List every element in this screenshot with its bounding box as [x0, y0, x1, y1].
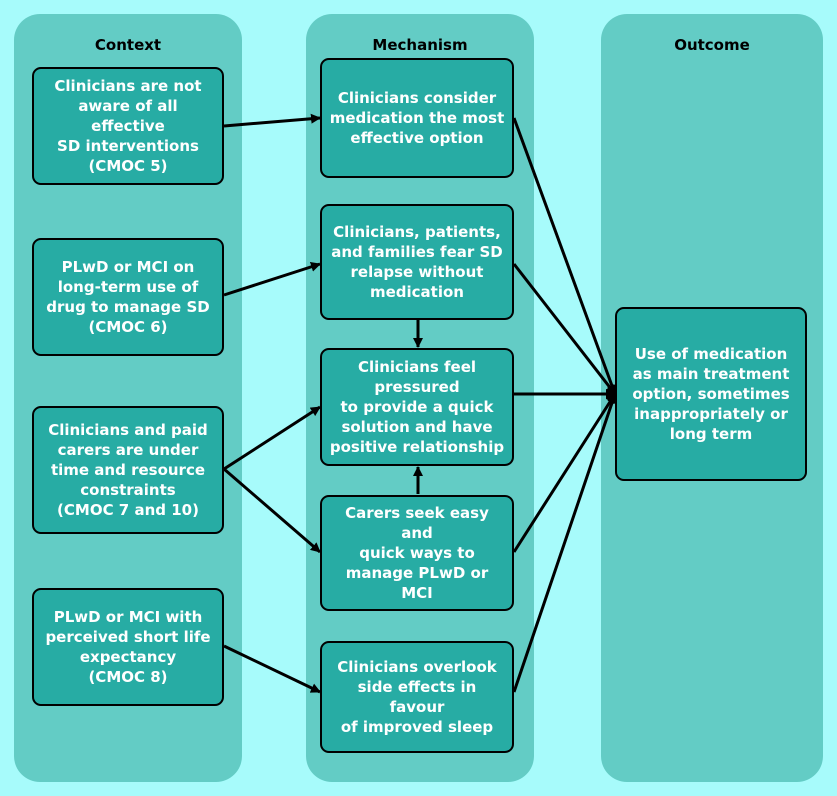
- outcome-box-text: Use of medication as main treatment opti…: [632, 345, 790, 443]
- arrow-c2-m2: [223, 262, 321, 297]
- mechanism-column-title: Mechanism: [372, 36, 468, 54]
- arrow-c3-m4: [223, 467, 321, 554]
- arrow-m4-outcome: [512, 393, 617, 553]
- context-box-text: PLwD or MCI with perceived short life ex…: [45, 608, 211, 686]
- arrow-c4-m5: [223, 644, 321, 694]
- mechanism-box-text: Clinicians consider medication the most …: [329, 89, 505, 147]
- mechanism-box-text: Clinicians overlook side effects in favo…: [337, 658, 497, 736]
- outcome-box: Use of medication as main treatment opti…: [615, 307, 807, 481]
- context-box-cmoc7-10: Clinicians and paid carers are under tim…: [32, 406, 224, 534]
- context-box-text: Clinicians are not aware of all effectiv…: [54, 77, 202, 175]
- outcome-column-title: Outcome: [674, 36, 750, 54]
- arrow-m5-outcome: [512, 393, 617, 693]
- arrow-c3-m3: [223, 405, 321, 471]
- mechanism-box-pressured: Clinicians feel pressured to provide a q…: [320, 348, 514, 466]
- mechanism-box-text: Clinicians, patients, and families fear …: [331, 223, 503, 301]
- mechanism-box-effective-option: Clinicians consider medication the most …: [320, 58, 514, 178]
- mechanism-box-text: Clinicians feel pressured to provide a q…: [329, 358, 505, 456]
- context-box-text: PLwD or MCI on long-term use of drug to …: [46, 258, 210, 336]
- mechanism-box-text: Carers seek easy and quick ways to manag…: [345, 504, 489, 602]
- mechanism-box-overlook-side-effects: Clinicians overlook side effects in favo…: [320, 641, 514, 753]
- mechanism-box-fear-relapse: Clinicians, patients, and families fear …: [320, 204, 514, 320]
- context-box-cmoc6: PLwD or MCI on long-term use of drug to …: [32, 238, 224, 356]
- arrow-m2-outcome: [512, 263, 617, 395]
- context-column-title: Context: [94, 36, 162, 54]
- context-box-text: Clinicians and paid carers are under tim…: [48, 421, 208, 519]
- context-box-cmoc8: PLwD or MCI with perceived short life ex…: [32, 588, 224, 706]
- arrow-c1-m1: [223, 113, 321, 128]
- context-box-cmoc5: Clinicians are not aware of all effectiv…: [32, 67, 224, 185]
- arrow-m1-outcome: [512, 117, 617, 395]
- mechanism-box-carers-seek: Carers seek easy and quick ways to manag…: [320, 495, 514, 611]
